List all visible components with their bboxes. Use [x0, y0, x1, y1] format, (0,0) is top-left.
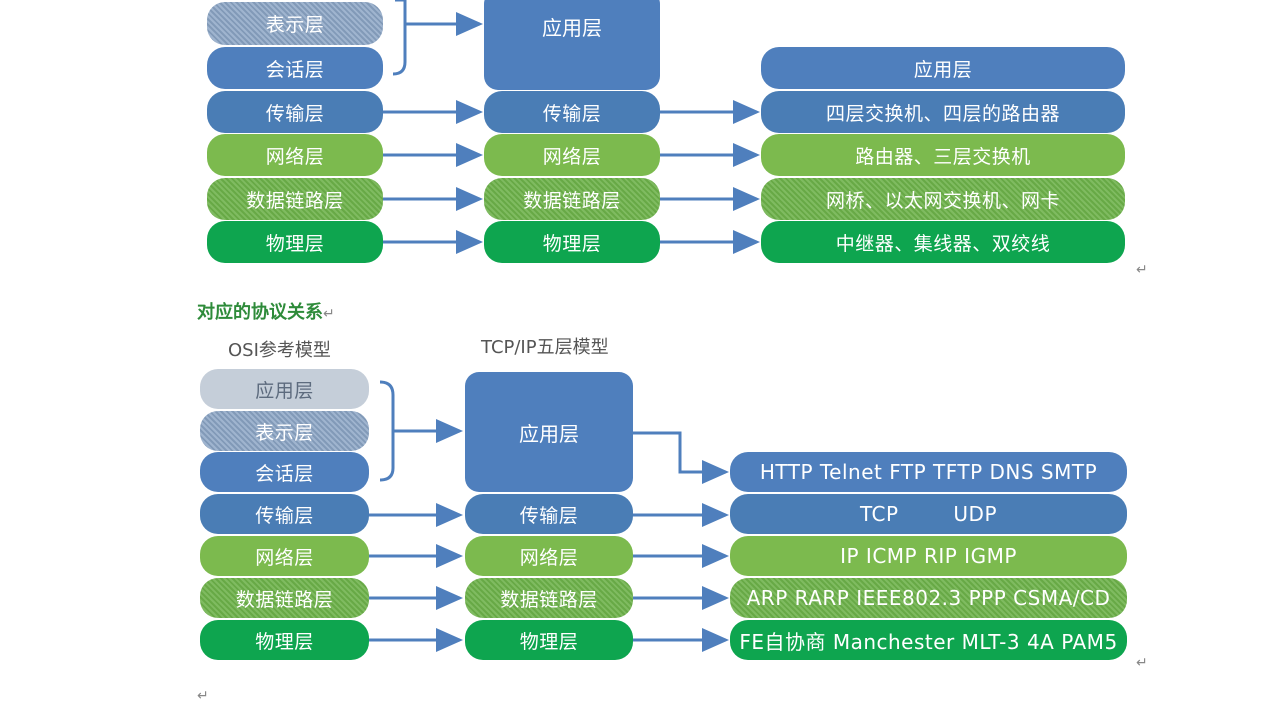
bottom-tcp-network: 网络层 [465, 536, 633, 576]
top-tcp-network: 网络层 [484, 134, 660, 176]
bottom-tcp-datalink: 数据链路层 [465, 578, 633, 618]
bottom-osi-presentation: 表示层 [200, 411, 369, 451]
bottom-osi-physical: 物理层 [200, 620, 369, 660]
return-mark-3: ↵ [197, 688, 209, 704]
top-tcp-datalink: 数据链路层 [484, 178, 660, 220]
osi-label: OSI参考模型 [228, 340, 331, 361]
top-brace [392, 0, 407, 76]
bottom-osi-transport: 传输层 [200, 494, 369, 534]
protocol-application: HTTP Telnet FTP TFTP DNS SMTP [730, 452, 1127, 492]
bottom-tcp-transport: 传输层 [465, 494, 633, 534]
top-osi-physical: 物理层 [207, 221, 383, 263]
bottom-osi-datalink: 数据链路层 [200, 578, 369, 618]
top-osi-presentation: 表示层 [207, 2, 383, 45]
section-title: 对应的协议关系↵ [197, 302, 335, 323]
protocol-physical: FE自协商 Manchester MLT-3 4A PAM5 [730, 620, 1127, 660]
top-tcp-transport: 传输层 [484, 91, 660, 133]
tcpip-label: TCP/IP五层模型 [481, 337, 609, 358]
return-mark-1: ↵ [1136, 262, 1148, 278]
bottom-tcp-application: 应用层 [465, 372, 633, 492]
top-osi-network: 网络层 [207, 134, 383, 176]
bottom-tcp-physical: 物理层 [465, 620, 633, 660]
bottom-arrow-app-http [633, 431, 729, 484]
protocol-network: IP ICMP RIP IGMP [730, 536, 1127, 576]
top-device-transport: 四层交换机、四层的路由器 [761, 91, 1125, 133]
top-osi-transport: 传输层 [207, 91, 383, 133]
return-mark-2: ↵ [1136, 655, 1148, 671]
top-osi-datalink: 数据链路层 [207, 178, 383, 220]
bottom-brace [379, 380, 395, 482]
top-tcp-application: 应用层 [484, 0, 660, 90]
top-osi-session: 会话层 [207, 47, 383, 89]
bottom-osi-network: 网络层 [200, 536, 369, 576]
top-tcp-physical: 物理层 [484, 221, 660, 263]
top-device-application: 应用层 [761, 47, 1125, 89]
top-device-datalink: 网桥、以太网交换机、网卡 [761, 178, 1125, 220]
protocol-datalink: ARP RARP IEEE802.3 PPP CSMA/CD [730, 578, 1127, 618]
bottom-osi-session: 会话层 [200, 452, 369, 492]
top-device-physical: 中继器、集线器、双绞线 [761, 221, 1125, 263]
bottom-osi-application: 应用层 [200, 369, 369, 409]
protocol-transport: TCP UDP [730, 494, 1127, 534]
top-device-network: 路由器、三层交换机 [761, 134, 1125, 176]
